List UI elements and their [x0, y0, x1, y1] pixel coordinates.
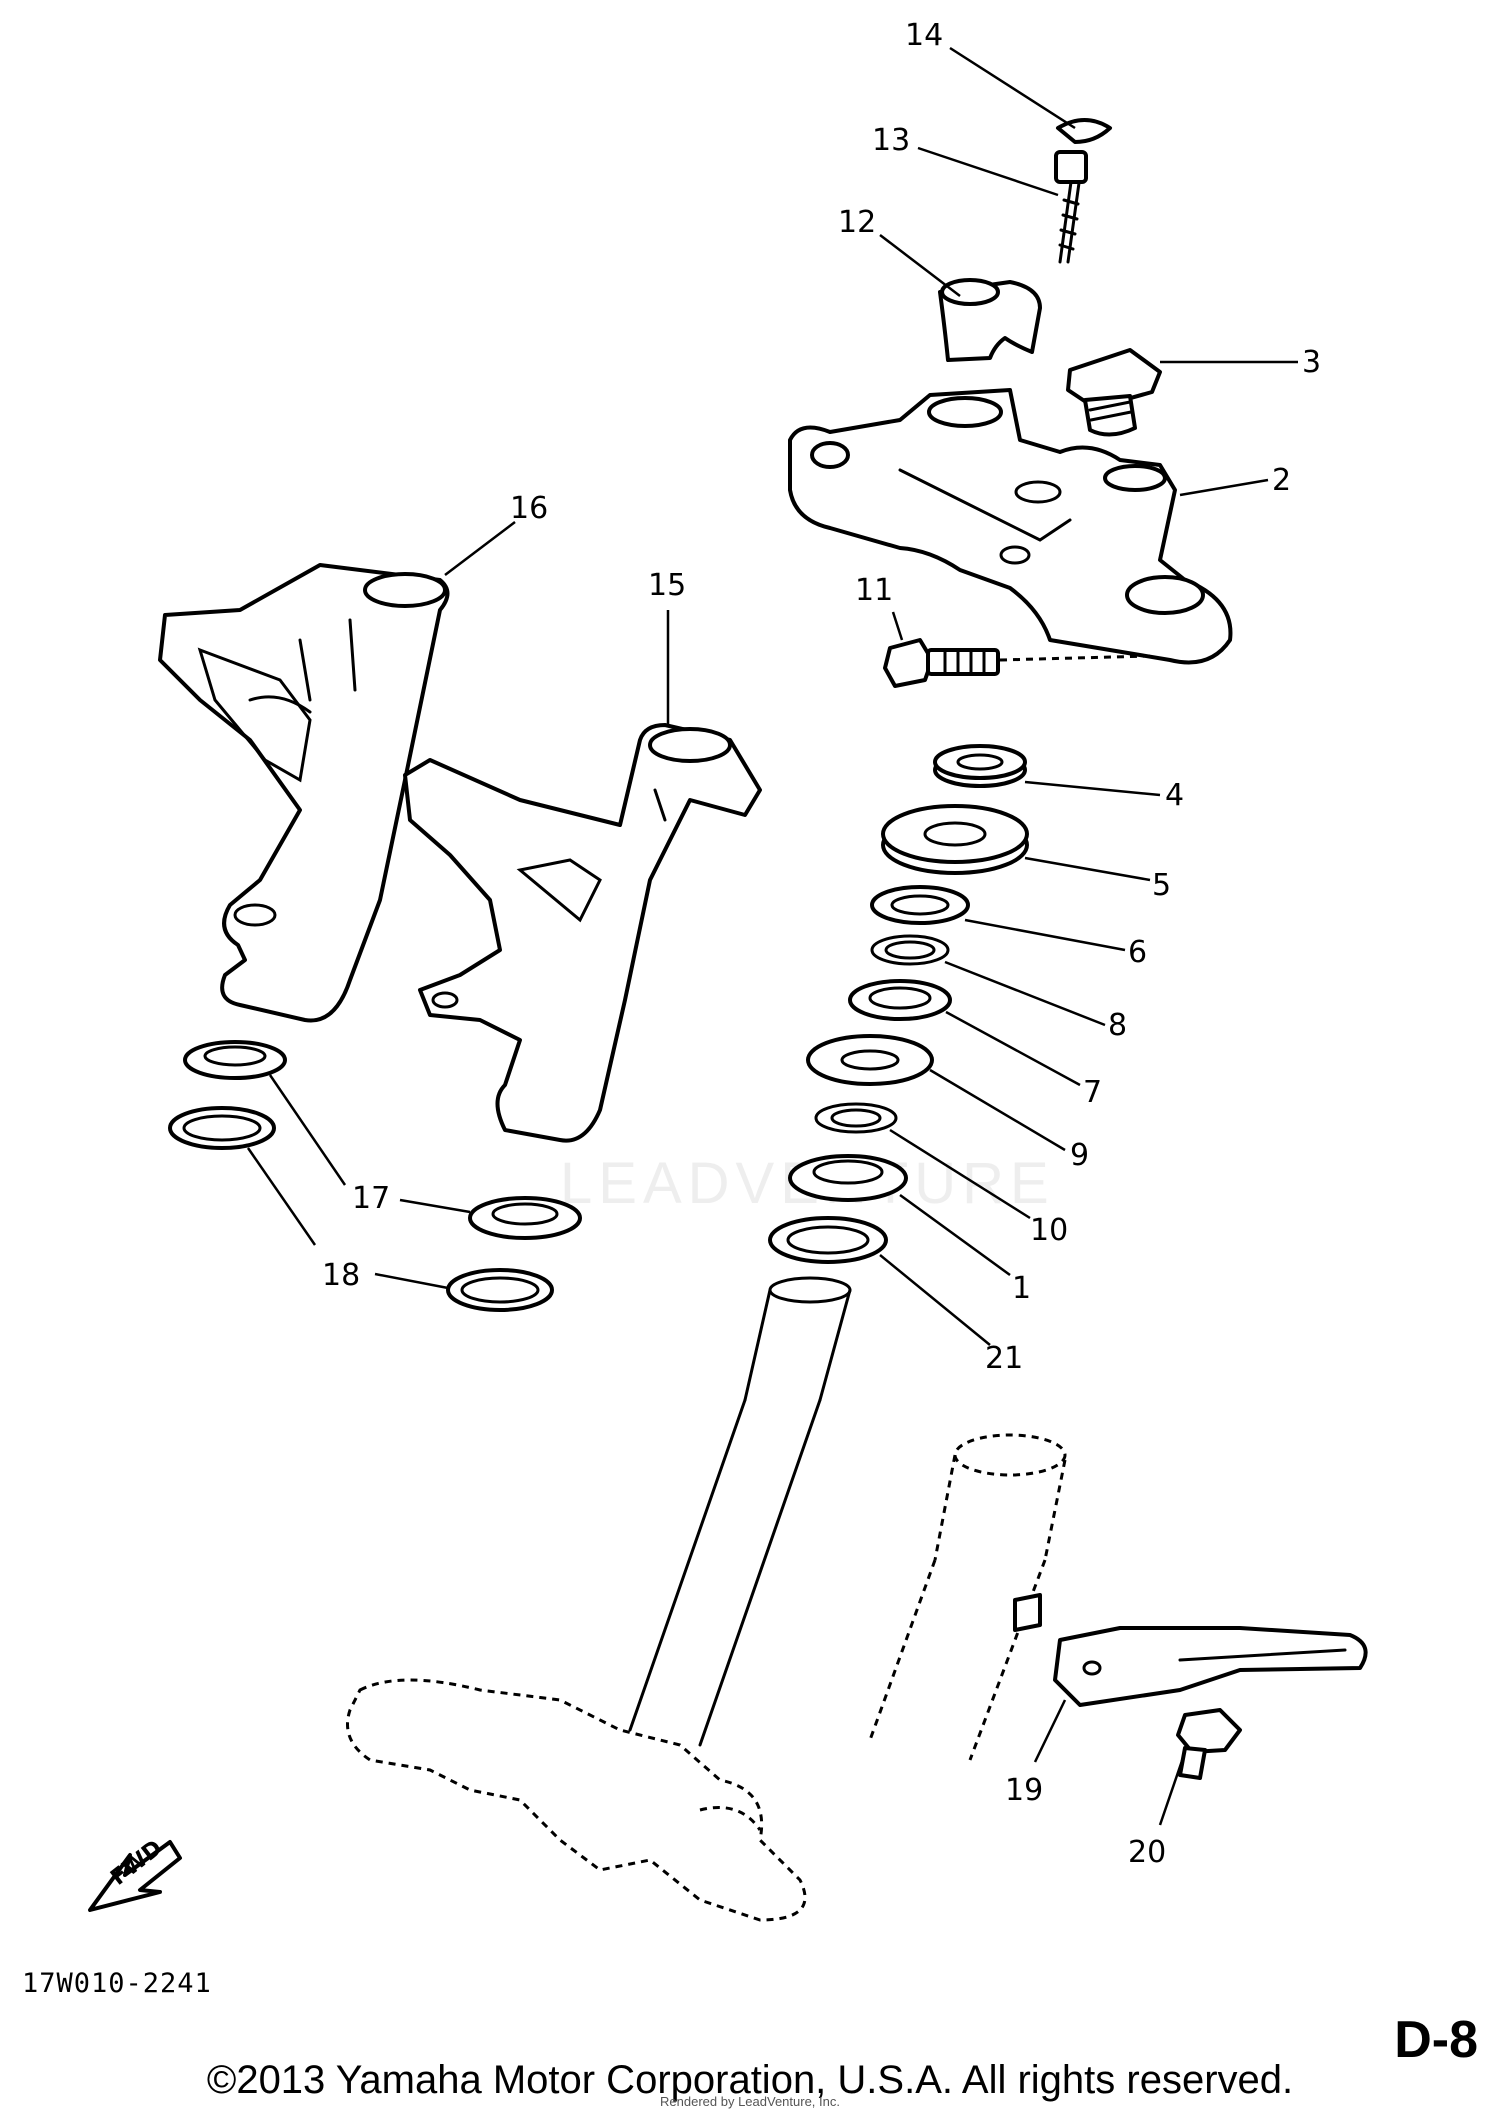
- page-reference: D-8: [1394, 2011, 1478, 2069]
- callout-12: 12: [838, 205, 876, 240]
- part-13-bolt: [1054, 150, 1088, 264]
- part-21-seal: [768, 1216, 888, 1264]
- drawing-code: 17W010-2241: [22, 1968, 212, 1999]
- callout-18: 18: [322, 1258, 360, 1293]
- fork-tube-reference: [868, 1433, 1067, 1761]
- callout-2: 2: [1272, 463, 1291, 498]
- part-19-bracket: [1013, 1593, 1368, 1707]
- part-5-cover: [881, 804, 1029, 875]
- part-17-race-upper: [183, 1040, 287, 1080]
- part-15-right-stay: [403, 723, 762, 1143]
- callout-17: 17: [352, 1181, 390, 1216]
- part-16-left-stay: [158, 563, 450, 1023]
- steering-stem-reference: [346, 1276, 852, 1922]
- part-6-bearing-race: [870, 885, 970, 925]
- callout-5: 5: [1152, 868, 1171, 903]
- part-12-holder-upper: [938, 278, 1042, 362]
- callout-21: 21: [985, 1341, 1023, 1376]
- part-7-bearing-race: [848, 979, 952, 1021]
- part-11-bolt: [883, 638, 1151, 688]
- part-3-nut: [1066, 348, 1162, 437]
- callout-9: 9: [1070, 1138, 1089, 1173]
- callout-15: 15: [648, 568, 686, 603]
- callout-13: 13: [872, 123, 910, 158]
- callout-19: 19: [1005, 1773, 1043, 1808]
- callout-labels: 14 13 12 3 2 11 16 15 4 5 6 8 7 9 10 1 2…: [322, 18, 1321, 1870]
- leader-lines: [246, 46, 1298, 1826]
- callout-1: 1: [1012, 1271, 1031, 1306]
- callout-3: 3: [1302, 345, 1321, 380]
- part-20-bolt: [1176, 1708, 1242, 1780]
- render-note: Rendered by LeadVenture, Inc.: [660, 2094, 840, 2109]
- callout-10: 10: [1030, 1213, 1068, 1248]
- callout-16: 16: [510, 491, 548, 526]
- fwd-direction-arrow: FWD: [88, 1836, 182, 1912]
- part-10-ball-bearings: [814, 1102, 898, 1134]
- part-2-upper-bracket: [788, 388, 1233, 665]
- callout-8: 8: [1108, 1008, 1127, 1043]
- part-18-seal-upper: [168, 1106, 276, 1150]
- part-18-seal-lower: [446, 1268, 554, 1312]
- callout-20: 20: [1128, 1835, 1166, 1870]
- part-4-ring-nut: [933, 744, 1027, 788]
- callout-7: 7: [1083, 1075, 1102, 1110]
- callout-11: 11: [855, 573, 893, 608]
- part-8-ball-bearings: [870, 934, 950, 966]
- copyright-notice: ©2013 Yamaha Motor Corporation, U.S.A. A…: [206, 2058, 1294, 2102]
- part-17-race-lower: [468, 1196, 582, 1240]
- callout-4: 4: [1165, 778, 1184, 813]
- callout-14: 14: [905, 18, 943, 53]
- callout-6: 6: [1128, 935, 1147, 970]
- part-9-washer: [806, 1034, 934, 1086]
- part-1-bearing-race: [788, 1154, 908, 1202]
